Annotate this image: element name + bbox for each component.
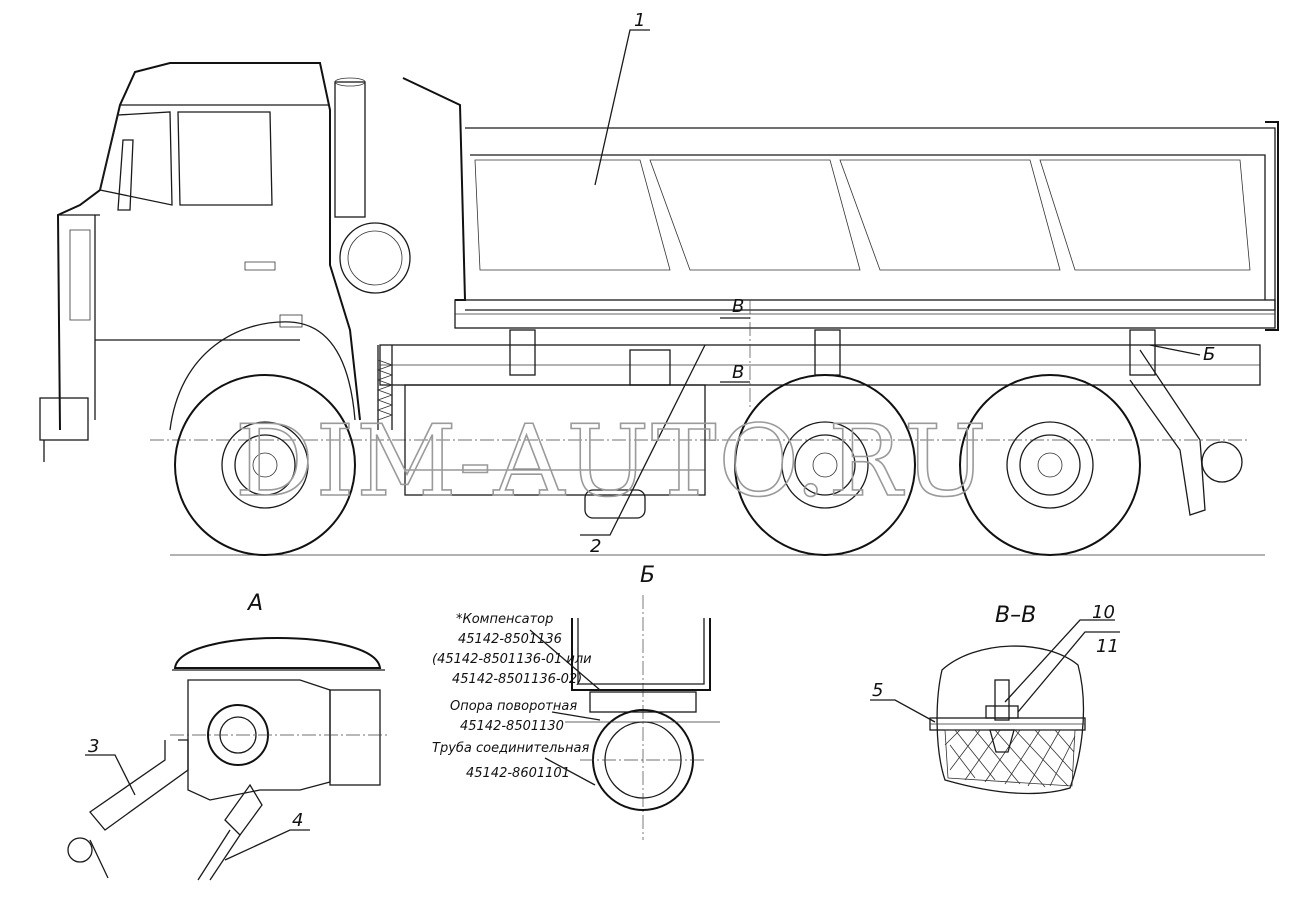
section-bb-title: В–В [995,603,1036,628]
callout-3-number: 3 [88,736,99,757]
view-a: А 3 4 [67,591,390,881]
dump-body [402,77,1279,331]
section-cut-line-bb: B B [720,296,751,410]
callout-2: 2 [580,344,706,557]
section-bb: В–В 5 10 11 [870,602,1120,795]
support-title: Опора поворотная [450,699,577,714]
callout-1: 1 [594,10,650,186]
exhaust-pipe [334,77,411,294]
compensator-alt2: 45142-8501136-02) [452,672,582,687]
wheel-rear-1 [734,374,916,556]
callout-3: 3 [85,736,136,796]
support-part: 45142-8501130 [460,719,564,734]
view-b: Б *Компенсатор 45142-8501136 (45142-8501… [432,563,720,840]
callout-4: 4 [224,810,310,861]
callout-10-number: 10 [1092,602,1115,623]
view-b-mark: Б [1203,344,1215,365]
view-b-title: Б [640,563,655,588]
callout-5-number: 5 [872,680,883,701]
compensator-title: *Компенсатор [456,612,553,627]
cab [39,62,361,462]
watermark: DIM-AUTO.RU [235,405,989,519]
callout-2-number: 2 [590,536,601,557]
pipe-title: Труба соединительная [432,741,589,756]
callout-11: 11 [1017,631,1120,713]
compensator-alt1: (45142-8501136-01 или [432,652,592,667]
view-b-marker: Б [1149,344,1215,365]
section-mark-b-top: B [732,296,744,317]
callout-11-number: 11 [1096,636,1119,657]
truck-side-view: B B Б 1 2 [39,10,1279,557]
callout-10: 10 [1004,602,1115,703]
wheel-front [174,374,356,556]
section-mark-b-bottom: B [732,362,744,383]
callout-1-number: 1 [634,10,645,31]
hatched-area [944,729,1076,788]
pipe-part: 45142-8601101 [466,766,570,781]
wheel-rear-2 [959,374,1141,556]
callout-5: 5 [870,680,936,723]
view-a-title: А [246,591,263,616]
chassis-frame [376,329,1261,519]
callout-4-number: 4 [292,810,303,831]
